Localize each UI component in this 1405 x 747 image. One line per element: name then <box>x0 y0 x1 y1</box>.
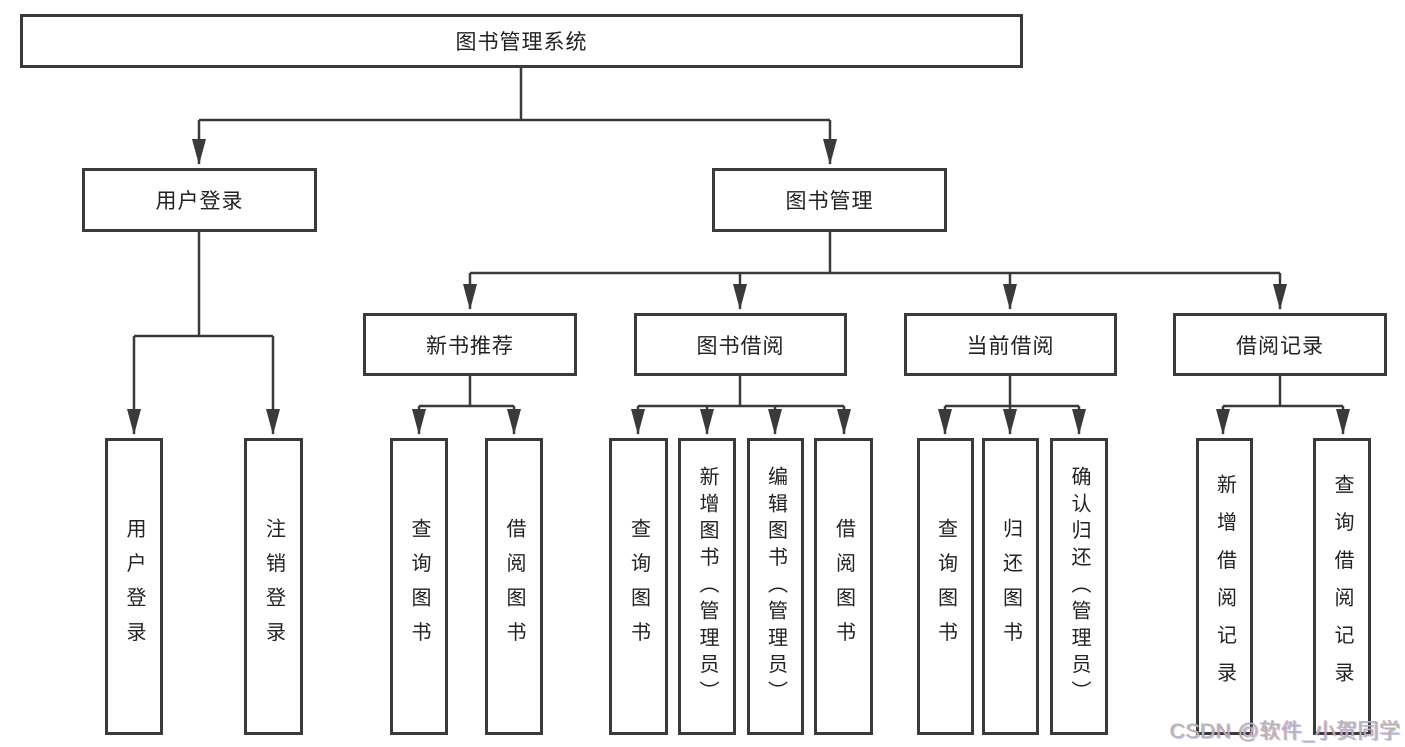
node-label: 借阅记录 <box>1236 334 1324 358</box>
node-label: 图书管理 <box>785 190 874 213</box>
leaf-query-books: 查询图书 <box>609 438 668 735</box>
leaf-confirm-return-admin: 确认归还（管理员） <box>1050 438 1108 735</box>
node-current-borrowing: 当前借阅 <box>904 313 1117 376</box>
node-borrowing-records: 借阅记录 <box>1173 313 1387 376</box>
leaf-query-borrow-record: 查询借阅记录 <box>1313 438 1371 735</box>
leaf-add-borrow-record: 新增借阅记录 <box>1196 438 1253 735</box>
node-label: 归还图书 <box>999 517 1022 656</box>
leaf-add-books-admin: 新增图书（管理员） <box>678 438 736 735</box>
leaf-query-books: 查询图书 <box>917 438 974 735</box>
leaf-borrow-books: 借阅图书 <box>485 438 543 735</box>
node-label: 新书推荐 <box>426 334 514 358</box>
node-new-book-recommendation: 新书推荐 <box>363 313 577 376</box>
node-label: 确认归还（管理员） <box>1068 465 1090 708</box>
node-label: 查询图书 <box>408 517 430 656</box>
node-label: 借阅图书 <box>832 517 855 656</box>
node-book-management: 图书管理 <box>712 168 947 232</box>
leaf-user-login: 用户登录 <box>105 438 163 735</box>
leaf-query-books: 查询图书 <box>390 438 448 735</box>
node-label: 图书借阅 <box>696 334 785 358</box>
node-label: 查询图书 <box>627 517 650 656</box>
node-label: 用户登录 <box>123 517 145 656</box>
node-label: 注销登录 <box>262 517 285 656</box>
node-book-borrowing: 图书借阅 <box>634 313 847 376</box>
leaf-return-books: 归还图书 <box>982 438 1039 735</box>
node-label: 编辑图书（管理员） <box>764 465 787 708</box>
leaf-logout: 注销登录 <box>244 438 303 735</box>
leaf-borrow-books: 借阅图书 <box>814 438 873 735</box>
node-user-login: 用户登录 <box>82 168 317 232</box>
leaf-edit-books-admin: 编辑图书（管理员） <box>747 438 804 735</box>
node-label: 查询图书 <box>934 517 957 656</box>
node-label: 图书管理系统 <box>455 31 588 54</box>
node-label: 新增借阅记录 <box>1213 473 1236 700</box>
node-label: 新增图书（管理员） <box>696 465 718 708</box>
node-label: 查询借阅记录 <box>1331 473 1353 700</box>
node-label: 借阅图书 <box>503 517 525 656</box>
node-label: 用户登录 <box>155 190 244 213</box>
node-label: 当前借阅 <box>966 334 1055 358</box>
node-root-library-system: 图书管理系统 <box>20 14 1023 68</box>
